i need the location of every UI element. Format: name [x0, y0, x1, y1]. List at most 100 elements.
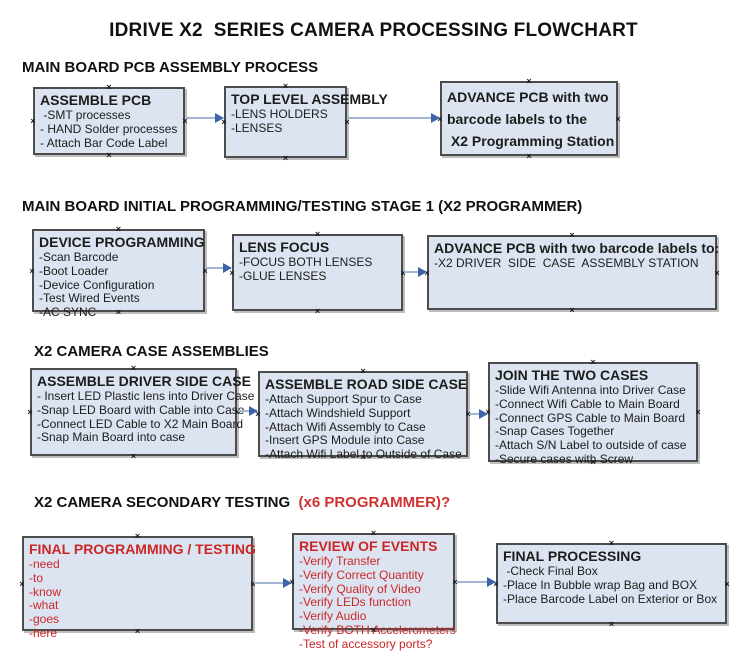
box-item: -Boot Loader	[39, 263, 109, 278]
connection-point-icon: ×	[30, 116, 36, 126]
box-item: -Secure cases with Screw	[495, 451, 634, 466]
connection-point-icon: ×	[569, 305, 575, 315]
box-title: X2 Programming Station	[447, 133, 615, 149]
box-item: - HAND Solder processes	[40, 121, 178, 136]
flow-box-advance-pcb-programming-station: ADVANCE PCB with two barcode labels to th…	[437, 77, 620, 161]
box-item: -Device Configuration	[39, 277, 155, 292]
flow-box-review-of-events: REVIEW OF EVENTS-Verify Transfer-Verify …	[289, 529, 457, 651]
flow-arrow	[187, 113, 224, 123]
connection-point-icon: ×	[19, 578, 25, 589]
box-title: ASSEMBLE ROAD SIDE CASE	[265, 376, 468, 392]
box-item: -Attach S/N Label to outside of case	[495, 438, 687, 453]
section-heading-text: MAIN BOARD PCB ASSEMBLY PROCESS	[22, 59, 319, 76]
box-title: FINAL PROGRAMMING / TESTING	[29, 541, 256, 557]
flow-arrow	[238, 406, 258, 416]
box-item: -need	[29, 557, 60, 571]
section-heading-pcb-assembly: MAIN BOARD PCB ASSEMBLY PROCESS	[22, 59, 318, 76]
box-item: -Snap Cases Together	[495, 424, 615, 439]
box-title: LENS FOCUS	[239, 239, 330, 255]
box-item: -AC SYNC	[39, 305, 97, 320]
connection-point-icon: ×	[314, 229, 321, 239]
box-item: -what	[29, 598, 59, 613]
box-item: -to	[29, 570, 44, 585]
box-title: ADVANCE PCB with two	[447, 89, 609, 105]
connection-point-icon: ×	[282, 81, 289, 91]
section-heading-case-assemblies: X2 CAMERA CASE ASSEMBLIES	[34, 343, 269, 360]
box-title: JOIN THE TWO CASES	[495, 367, 649, 383]
flow-arrow	[348, 113, 440, 123]
box-item: -LENSES	[231, 120, 283, 135]
box-item: -goes	[29, 612, 60, 627]
connection-point-icon: ×	[724, 578, 730, 589]
flow-box-device-programming: DEVICE PROGRAMMING-Scan Barcode-Boot Loa…	[29, 225, 207, 319]
flow-arrow	[404, 267, 427, 277]
box-title: ADVANCE PCB with two barcode labels to:	[434, 240, 720, 256]
box-item: -Insert GPS Module into Case	[265, 433, 425, 448]
connection-point-icon: ×	[344, 117, 350, 127]
box-item: -Attach Windshield Support	[265, 405, 411, 420]
connection-point-icon: ×	[314, 306, 321, 316]
connection-point-icon: ×	[29, 265, 35, 276]
flow-arrow	[469, 409, 488, 419]
box-item: -Verify Quality of Video	[299, 581, 421, 596]
connection-point-icon: ×	[106, 150, 112, 160]
flow-arrow	[254, 578, 292, 588]
box-item: -Verify LEDs function	[299, 595, 412, 610]
box-title: DEVICE PROGRAMMING	[39, 234, 205, 250]
connection-point-icon: ×	[360, 366, 366, 376]
box-item: -know	[29, 584, 62, 599]
connection-point-icon: ×	[608, 619, 615, 629]
box-item: -Connect LED Cable to X2 Main Board	[37, 416, 244, 431]
box-item: -Snap LED Board with Cable into Case	[37, 402, 245, 417]
box-item: -Place Barcode Label on Exterior or Box	[503, 591, 718, 606]
connection-point-icon: ×	[27, 407, 33, 417]
box-item: -Slide Wifi Antenna into Driver Case	[495, 383, 686, 397]
connection-point-icon: ×	[714, 267, 720, 278]
box-item: -Verify Transfer	[299, 554, 381, 568]
page-title: IDRIVE X2 SERIES CAMERA PROCESSING FLOWC…	[109, 20, 638, 41]
box-item: - Insert LED Plastic lens into Driver Ca…	[37, 389, 255, 403]
box-item: -Check Final Box	[503, 564, 598, 578]
box-item: - Attach Bar Code Label	[40, 135, 168, 150]
box-item: -Attach Wifi Assembly to Case	[265, 419, 426, 434]
box-item: -Connect Wifi Cable to Main Board	[495, 396, 680, 411]
box-item: -Verify BOTH Accelerometers	[299, 622, 456, 637]
connection-point-icon: ×	[130, 451, 137, 461]
connection-point-icon: ×	[130, 363, 137, 373]
box-title: ASSEMBLE DRIVER SIDE CASE	[37, 373, 251, 389]
connection-point-icon: ×	[370, 528, 377, 538]
flow-box-assemble-pcb: ASSEMBLE PCB -SMT processes- HAND Solder…	[30, 83, 187, 160]
box-item: -Verify Audio	[299, 609, 367, 624]
connection-point-icon: ×	[134, 531, 141, 541]
box-item: -Place In Bubble wrap Bag and BOX	[503, 577, 698, 592]
flow-box-join-the-two-cases: JOIN THE TWO CASES-Slide Wifi Antenna in…	[485, 358, 700, 467]
flow-arrow	[206, 263, 232, 273]
box-item: -here	[29, 625, 58, 640]
connection-point-icon: ×	[106, 82, 112, 92]
flow-box-final-programming-testing: FINAL PROGRAMMING / TESTING-need-to-know…	[19, 532, 256, 640]
connection-point-icon: ×	[526, 151, 532, 161]
box-item: -SMT processes	[40, 108, 131, 122]
connection-point-icon: ×	[569, 230, 575, 240]
box-item: -Verify Correct Quantity	[299, 567, 424, 582]
section-heading-text: X2 CAMERA SECONDARY TESTING	[34, 494, 299, 511]
connection-point-icon: ×	[526, 76, 532, 86]
section-heading-text: MAIN BOARD INITIAL PROGRAMMING/TESTING S…	[22, 198, 583, 215]
box-item: -Attach Wifi Label to Outside of Case	[265, 447, 462, 462]
box-title: FINAL PROCESSING	[503, 548, 642, 564]
box-item: -Attach Support Spur to Case	[265, 392, 422, 406]
box-title: barcode labels to the	[447, 111, 588, 127]
section-heading-text: X2 CAMERA CASE ASSEMBLIES	[34, 343, 269, 360]
box-item: -Test Wired Events	[39, 291, 140, 306]
box-item: -Snap Main Board into case	[37, 430, 186, 445]
box-item: -X2 DRIVER SIDE CASE ASSEMBLY STATION	[434, 256, 699, 270]
box-item: -Scan Barcode	[39, 250, 119, 264]
flow-box-assemble-driver-side-case: ASSEMBLE DRIVER SIDE CASE- Insert LED Pl…	[27, 364, 255, 461]
flow-box-lens-focus: LENS FOCUS-FOCUS BOTH LENSES-GLUE LENSES…	[229, 230, 405, 316]
flow-box-top-level-assembly: TOP LEVEL ASSEMBLY-LENS HOLDERS-LENSES××…	[221, 82, 388, 163]
connection-point-icon: ×	[695, 407, 701, 417]
section-heading-initial-programming: MAIN BOARD INITIAL PROGRAMMING/TESTING S…	[22, 198, 582, 215]
section-heading-secondary-testing: X2 CAMERA SECONDARY TESTING (x6 PROGRAMM…	[34, 494, 450, 511]
flow-arrow	[456, 577, 496, 587]
